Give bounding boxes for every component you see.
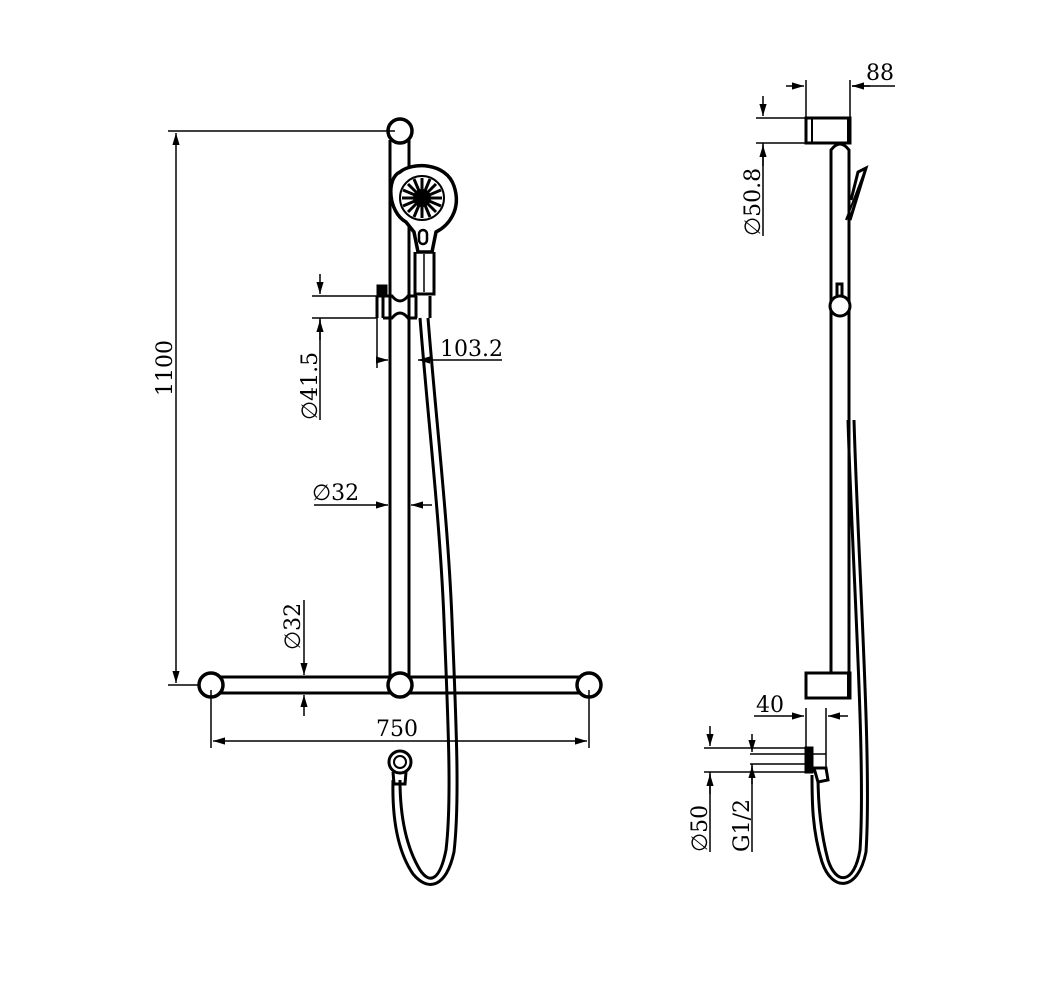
dim-label-41-5: ∅41.5 bbox=[298, 352, 323, 420]
dim-label-103-2: 103.2 bbox=[440, 337, 503, 362]
dim-label-1100: 1100 bbox=[153, 340, 178, 396]
shower-hose bbox=[391, 317, 459, 886]
dim-height-1100 bbox=[168, 130, 395, 686]
dim-label-g1-2: G1/2 bbox=[730, 799, 755, 852]
top-bracket bbox=[804, 116, 852, 145]
side-hose bbox=[810, 419, 869, 885]
wall-outlet bbox=[387, 749, 413, 786]
dim-label-50-8: ∅50.8 bbox=[741, 168, 766, 236]
side-view: 88 ∅50.8 40 ∅50 bbox=[688, 61, 895, 885]
dim-bracket-depth bbox=[786, 80, 895, 118]
dim-holder-offset bbox=[376, 318, 502, 368]
slider-holder bbox=[375, 284, 432, 320]
side-hand-shower bbox=[845, 165, 869, 221]
dim-label-40: 40 bbox=[756, 693, 784, 718]
dim-label-50: ∅50 bbox=[688, 805, 713, 852]
side-rail bbox=[829, 142, 851, 676]
center-joint bbox=[386, 671, 414, 699]
dim-outlet-depth bbox=[754, 708, 848, 768]
dim-holder-diameter bbox=[312, 274, 377, 420]
hand-shower-head bbox=[389, 164, 458, 296]
side-wall-outlet bbox=[750, 746, 830, 784]
dim-bar-width bbox=[210, 690, 590, 748]
dim-label-750: 750 bbox=[376, 717, 418, 742]
dim-outlet-diameter bbox=[704, 726, 806, 852]
bottom-bracket bbox=[804, 671, 852, 700]
dim-label-88: 88 bbox=[866, 61, 894, 86]
front-view: 1100 ∅41.5 103.2 ∅32 ∅32 bbox=[153, 117, 603, 886]
vertical-rail bbox=[388, 140, 411, 676]
dim-label-rail-32: ∅32 bbox=[312, 481, 359, 506]
dim-bracket-diameter bbox=[756, 96, 806, 236]
side-slider-knob bbox=[828, 282, 852, 318]
dim-label-bar-32: ∅32 bbox=[281, 603, 306, 650]
